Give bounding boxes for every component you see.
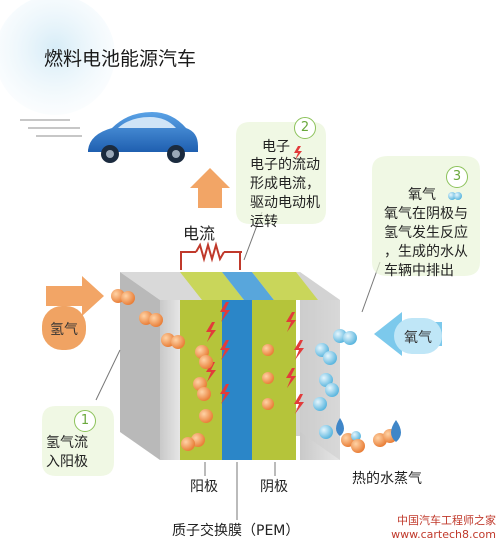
oxygen-molecules — [313, 329, 357, 439]
step1-line-2: 入阳极 — [46, 454, 88, 470]
step2-line-1: 电子的流动 — [250, 157, 320, 173]
current-label: 电流 — [183, 224, 216, 243]
page-title: 燃料电池能源汽车 — [44, 48, 197, 70]
step2-number: 2 — [294, 117, 316, 139]
step2-bubble — [236, 122, 326, 224]
cell-right-face — [300, 272, 340, 460]
step3-line-1: 氧气在阴极与 — [384, 206, 468, 222]
step1-number: 1 — [74, 410, 96, 432]
step2-line-2: 形成电流， — [250, 176, 320, 192]
electron-icon — [294, 146, 302, 160]
current-circuit — [180, 241, 241, 270]
step2-heading: 电子 — [262, 139, 290, 155]
cathode-label: 阴极 — [260, 479, 288, 495]
step3-line-3: ，生成的水从 — [384, 244, 468, 260]
watermark: 中国汽车工程师之家 www.cartech8.com — [391, 514, 496, 541]
electron-bolts — [206, 302, 304, 414]
title-blob — [0, 0, 115, 115]
oxygen-label: 氧气 — [404, 330, 432, 346]
oxygen-small-icon — [448, 192, 462, 200]
cell-front-left — [160, 300, 180, 460]
step3-line-4: 车辆中排出 — [384, 263, 454, 279]
step3-number: 3 — [446, 166, 468, 188]
hydrogen-pill — [42, 306, 86, 350]
up-arrow-icon — [190, 168, 230, 208]
water-drop-icons — [336, 418, 401, 442]
cathode-slab — [252, 300, 296, 460]
car-icon — [20, 112, 198, 163]
step1-line-1: 氢气流 — [46, 435, 88, 451]
membrane — [222, 300, 252, 460]
membrane-top — [222, 272, 274, 300]
water-molecules — [341, 429, 397, 453]
step3-heading: 氧气 — [408, 187, 436, 203]
hydrogen-arrow-icon — [46, 276, 104, 316]
cathode-slab-top — [252, 272, 318, 300]
step2-line-4: 运转 — [250, 214, 278, 230]
step2-line-3: 驱动电动机 — [250, 195, 320, 211]
pem-label: 质子交换膜（PEM） — [172, 523, 300, 539]
hydrogen-molecules — [111, 289, 213, 451]
step3-line-2: 氢气发生反应 — [384, 225, 468, 241]
hydrogen-label: 氢气 — [50, 322, 78, 338]
steam-label: 热的水蒸气 — [352, 471, 422, 487]
anode-slab-top — [180, 272, 244, 300]
leader-step1 — [95, 349, 121, 401]
step1-bubble — [42, 406, 114, 476]
oxygen-pill — [394, 318, 442, 354]
proton-dots — [262, 344, 274, 410]
anode-label: 阳极 — [190, 479, 218, 495]
